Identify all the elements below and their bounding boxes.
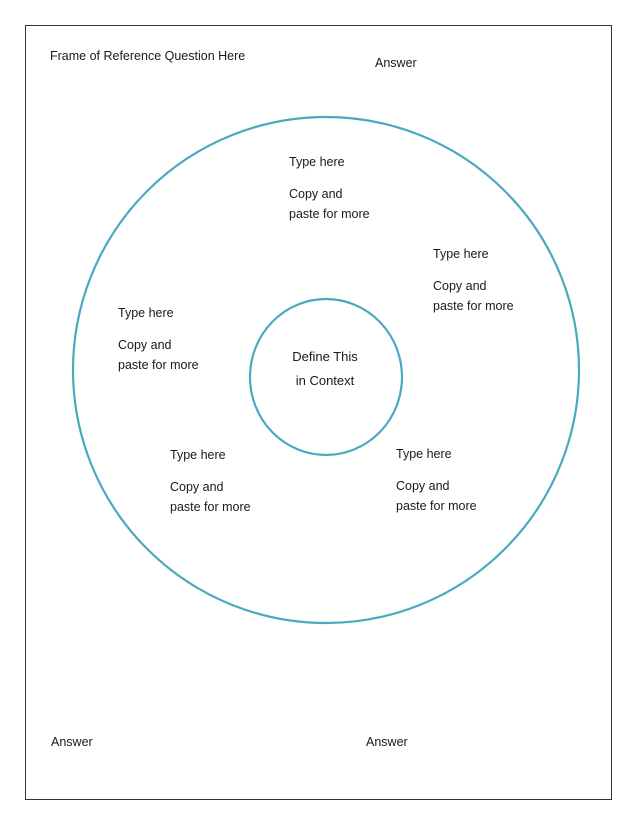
page-frame bbox=[25, 25, 612, 800]
note-line-1: Copy and bbox=[396, 479, 450, 493]
note-title: Type here bbox=[289, 155, 345, 169]
note-title: Type here bbox=[433, 247, 489, 261]
note-line-2: paste for more bbox=[396, 499, 477, 513]
note-line-1: Copy and bbox=[118, 338, 172, 352]
frame-question-title[interactable]: Frame of Reference Question Here bbox=[50, 49, 246, 63]
note-bottom-right[interactable]: Type here Copy and paste for more bbox=[396, 444, 477, 516]
answer-bottom-left[interactable]: Answer bbox=[51, 735, 93, 749]
note-line-2: paste for more bbox=[118, 358, 199, 372]
note-bottom-left[interactable]: Type here Copy and paste for more bbox=[170, 445, 251, 517]
note-line-2: paste for more bbox=[170, 500, 251, 514]
center-definition[interactable]: Define This in Context bbox=[250, 345, 400, 393]
inner-circle bbox=[248, 297, 404, 457]
note-line-2: paste for more bbox=[289, 207, 370, 221]
note-line-1: Copy and bbox=[170, 480, 224, 494]
center-line-1: Define This bbox=[292, 349, 358, 364]
note-line-2: paste for more bbox=[433, 299, 514, 313]
answer-bottom-right[interactable]: Answer bbox=[366, 735, 408, 749]
note-top[interactable]: Type here Copy and paste for more bbox=[289, 152, 370, 224]
center-line-2: in Context bbox=[295, 373, 355, 388]
note-left[interactable]: Type here Copy and paste for more bbox=[118, 303, 199, 375]
answer-top-right[interactable]: Answer bbox=[375, 56, 417, 70]
note-line-1: Copy and bbox=[433, 279, 487, 293]
note-title: Type here bbox=[118, 306, 174, 320]
note-line-1: Copy and bbox=[289, 187, 343, 201]
outer-circle bbox=[71, 115, 581, 625]
note-right[interactable]: Type here Copy and paste for more bbox=[433, 244, 514, 316]
note-title: Type here bbox=[170, 448, 226, 462]
note-title: Type here bbox=[396, 447, 452, 461]
